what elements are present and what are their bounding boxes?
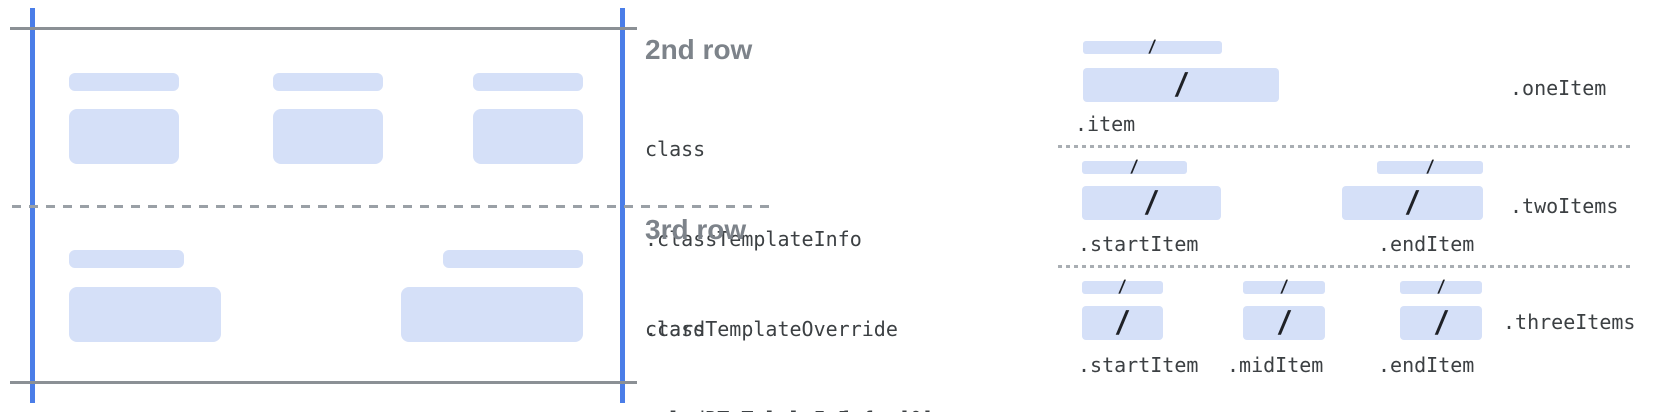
code-line: class xyxy=(645,137,706,161)
slash-icon: / xyxy=(1279,277,1289,297)
row2-heading: 2nd row xyxy=(645,34,753,65)
slash-icon: / xyxy=(1144,185,1159,220)
start-item-field-label: .startItem xyxy=(1078,232,1199,256)
two-items-start-label-bar: / xyxy=(1082,157,1187,177)
card-top-line xyxy=(10,27,637,30)
end-item-field-label: .endItem xyxy=(1378,353,1475,377)
end-item-field-label: .endItem xyxy=(1378,232,1475,256)
code-line: class xyxy=(645,317,706,341)
one-item-label-bar: / xyxy=(1083,37,1222,57)
two-items-end-label-bar: / xyxy=(1377,157,1483,177)
three-items-mid-content-bar: / xyxy=(1243,305,1325,340)
slash-icon: / xyxy=(1118,277,1127,297)
row2-col2-label-bar xyxy=(273,73,383,91)
row3-col1-content-box xyxy=(69,287,221,342)
three-items-template-label: .threeItems xyxy=(1503,310,1636,334)
three-items-mid-label-bar: / xyxy=(1243,277,1325,297)
row3-class-path: class .classTemplateInfo .cardTemplateOv… xyxy=(645,254,934,412)
slash-icon: / xyxy=(1405,185,1420,220)
code-line: .classTemplateInfo xyxy=(645,404,934,412)
slash-icon: / xyxy=(1115,305,1130,340)
slash-icon: / xyxy=(1148,37,1157,57)
template-divider-dotted-line xyxy=(1058,145,1630,148)
row2-col1-label-bar xyxy=(69,73,179,91)
row2-col3-content-box xyxy=(473,109,583,164)
two-items-template-label: .twoItems xyxy=(1510,194,1619,218)
row2-col2-content-box xyxy=(273,109,383,164)
three-items-end-content-bar: / xyxy=(1400,305,1482,340)
two-items-end-content-bar: / xyxy=(1342,185,1483,220)
row2-col1-content-box xyxy=(69,109,179,164)
two-items-start-content-bar: / xyxy=(1082,185,1221,220)
slash-icon: / xyxy=(1276,305,1292,340)
one-item-template-label: .oneItem xyxy=(1510,76,1607,100)
row3-col2-content-box xyxy=(401,287,583,342)
row2-col3-label-bar xyxy=(473,73,583,91)
slash-icon: / xyxy=(1130,157,1139,177)
row3-heading: 3rd row xyxy=(645,214,747,245)
item-field-label: .item xyxy=(1075,112,1136,136)
slash-icon: / xyxy=(1173,67,1189,102)
row3-col2-label-bar xyxy=(443,250,583,268)
three-items-start-label-bar: / xyxy=(1082,277,1163,297)
three-items-start-content-bar: / xyxy=(1082,305,1163,340)
code-line: .cardTemplateOverride xyxy=(645,317,898,341)
row2-class-path: class .classTemplateInfo .cardTemplateOv… xyxy=(645,74,934,412)
slash-icon: / xyxy=(1433,305,1449,340)
code-line: .cardRowTemplateInfos[0] xyxy=(645,404,934,412)
card-bottom-line xyxy=(10,381,637,384)
template-divider-dotted-line xyxy=(1058,265,1630,268)
row3-col1-label-bar xyxy=(69,250,184,268)
start-item-field-label: .startItem xyxy=(1078,353,1199,377)
mid-item-field-label: .midItem xyxy=(1227,353,1324,377)
one-item-content-bar: / xyxy=(1083,67,1279,102)
slash-icon: / xyxy=(1436,277,1446,297)
three-items-end-label-bar: / xyxy=(1400,277,1482,297)
slash-icon: / xyxy=(1425,157,1435,177)
row-divider-dashed-line xyxy=(12,205,772,208)
code-line: .classTemplateInfo xyxy=(645,227,862,251)
